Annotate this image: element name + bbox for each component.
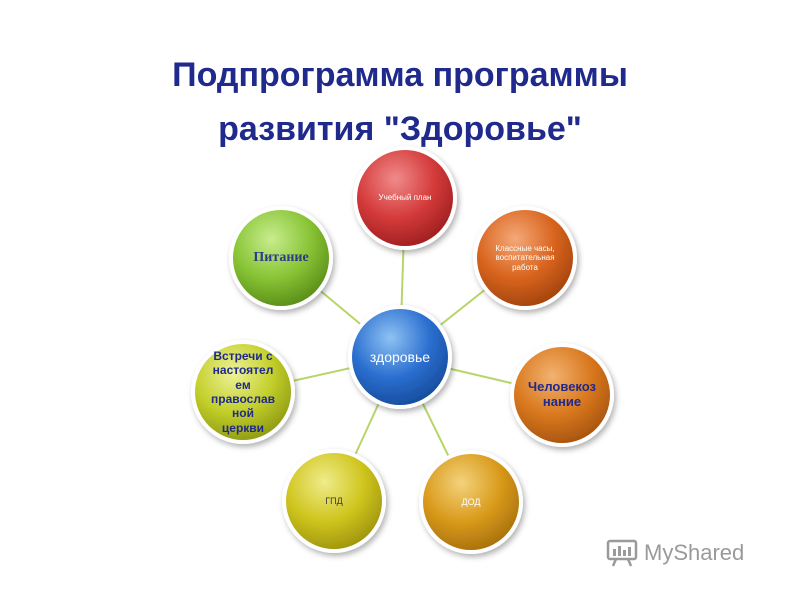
- label-vstrechi-line-5: ной: [232, 406, 254, 421]
- node-gpd: [286, 453, 382, 549]
- label-gpd: ГПД: [289, 491, 379, 511]
- page-title: Подпрограмма программы развития "Здоровь…: [0, 48, 800, 156]
- label-vstrechi-line-2: настоятел: [212, 363, 274, 378]
- node-vstrechi: [195, 344, 291, 440]
- myshared-watermark: MyShared: [606, 536, 776, 570]
- node-dod: [423, 454, 519, 550]
- label-gpd-text: ГПД: [325, 495, 343, 506]
- label-klassnye-chasy-line-1: Классные часы,: [495, 244, 555, 254]
- label-dod: ДОД: [426, 492, 516, 512]
- label-vstrechi-line-6: церкви: [221, 420, 265, 435]
- label-vstrechi-line-3: ем: [235, 377, 251, 392]
- label-klassnye-chasy-line-3: работа: [512, 262, 538, 272]
- title-line-2: развития "Здоровье": [218, 110, 582, 148]
- label-uchebny-plan-text: Учебный план: [378, 193, 432, 203]
- label-chelovekoznanie-line-1: Человекоз: [527, 379, 596, 395]
- label-vstrechi: Встречи с настоятел ем православ ной цер…: [198, 342, 288, 442]
- title-line-1: Подпрограмма программы: [172, 56, 628, 94]
- label-pitanie-text: Питание: [253, 249, 309, 265]
- label-chelovekoznanie: Человекоз нание: [512, 374, 612, 416]
- label-dod-text: ДОД: [461, 496, 481, 507]
- myshared-text: MyShared: [644, 540, 745, 565]
- node-chelovekoznanie: [514, 347, 610, 443]
- label-vstrechi-line-4: православ: [211, 392, 275, 406]
- node-klassnye-chasy: [477, 210, 573, 306]
- center-node: [352, 309, 448, 405]
- label-uchebny-plan: Учебный план: [360, 188, 450, 208]
- label-klassnye-chasy: Классные часы, воспитательная работа: [478, 234, 572, 282]
- label-vstrechi-line-1: Встречи с: [213, 348, 273, 363]
- node-pitanie: [233, 210, 329, 306]
- label-klassnye-chasy-line-2: воспитательная: [495, 253, 555, 263]
- center-label: здоровье: [352, 337, 448, 377]
- label-pitanie: Питание: [231, 246, 331, 270]
- node-uchebny-plan: [357, 150, 453, 246]
- myshared-logo-icon: [606, 539, 638, 567]
- label-chelovekoznanie-line-2: нание: [542, 394, 582, 409]
- center-label-text: здоровье: [369, 348, 431, 365]
